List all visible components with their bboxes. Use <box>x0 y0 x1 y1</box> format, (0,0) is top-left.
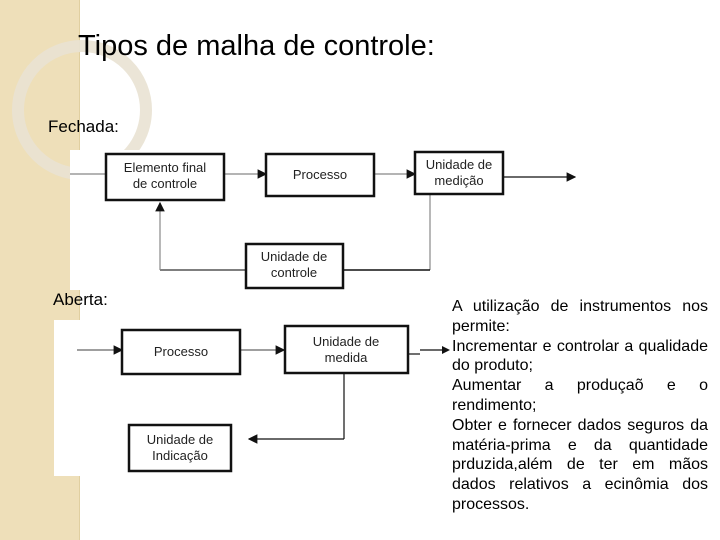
control-line2: controle <box>271 265 317 280</box>
process-box-text: Processo <box>293 167 347 182</box>
benefits-paragraph: A utilização de instrumentos nos permite… <box>452 297 708 515</box>
control-line1: Unidade de <box>261 249 328 264</box>
measure-line2: medição <box>434 173 483 188</box>
open-process-text: Processo <box>154 344 208 359</box>
open-measure-line1: Unidade de <box>313 334 380 349</box>
paragraph-item-quality: Incrementar e controlar a qualidade do p… <box>452 337 708 375</box>
box-final-element <box>104 152 226 202</box>
closed-loop-diagram: Elemento final de controle Processo Unid… <box>70 150 580 290</box>
final-element-line1: Elemento final <box>124 160 206 175</box>
open-loop-label: Aberta: <box>53 290 108 309</box>
closed-loop-label: Fechada: <box>48 117 119 136</box>
open-loop-diagram: Processo Unidade de medida Unidade de In… <box>54 320 420 476</box>
open-measure-line2: medida <box>325 350 368 365</box>
final-element-line2: de controle <box>133 176 197 191</box>
indication-line1: Unidade de <box>147 432 214 447</box>
paragraph-item-data: Obter e fornecer dados seguros da matéri… <box>452 416 708 513</box>
slide-title: Tipos de malha de controle: <box>78 30 435 62</box>
indication-line2: Indicação <box>152 448 208 463</box>
paragraph-item-production: Aumentar a produçaõ e o rendimento; <box>452 377 708 414</box>
paragraph-intro: A utilização de instrumentos nos permite… <box>452 298 708 335</box>
measure-line1: Unidade de <box>426 157 493 172</box>
